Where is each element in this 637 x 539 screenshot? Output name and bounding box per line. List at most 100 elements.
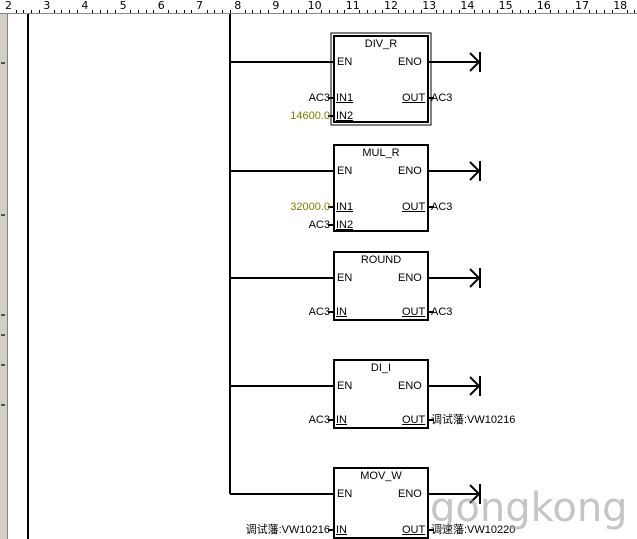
ruler-tick <box>382 10 384 13</box>
ruler-tick <box>481 10 483 13</box>
ruler-tick <box>512 10 514 13</box>
ruler-tick <box>23 10 25 13</box>
ruler-label: 17 <box>575 0 589 12</box>
ruler-tick <box>367 10 369 13</box>
ruler-tick <box>137 10 139 13</box>
en-pin: EN <box>337 272 353 284</box>
ruler-tick <box>550 10 552 13</box>
input-pin: IN <box>336 414 347 426</box>
ruler-label: 13 <box>422 0 437 12</box>
ruler-tick <box>92 10 94 13</box>
ruler-tick <box>176 10 178 13</box>
ruler-tick <box>412 10 414 13</box>
ruler-tick <box>130 10 132 13</box>
ruler-tick <box>558 10 560 13</box>
ruler-tick <box>76 10 78 13</box>
power-rail <box>27 14 29 539</box>
output-operand[interactable]: AC3 <box>431 306 453 318</box>
ruler-label: 2 <box>5 0 12 12</box>
ruler-label: 8 <box>234 0 242 12</box>
input-operand[interactable]: 14600.0 <box>290 110 330 122</box>
input-operand[interactable]: AC3 <box>308 306 330 318</box>
ruler-tick <box>344 10 346 13</box>
ruler-tick <box>527 10 529 13</box>
ruler-tick <box>114 10 116 13</box>
ruler-tick <box>168 10 170 13</box>
ruler-tick <box>153 10 155 13</box>
box-selection <box>330 32 432 126</box>
ruler-tick <box>244 10 246 13</box>
input-pin: IN <box>336 306 347 318</box>
box-di-i[interactable] <box>333 359 429 429</box>
ruler-tick <box>206 10 208 13</box>
eno-pin: ENO <box>398 165 422 177</box>
ruler-tick <box>298 10 300 13</box>
box-title: MUL_R <box>362 147 400 159</box>
ruler-tick <box>405 10 407 13</box>
ruler-label: 6 <box>157 0 165 12</box>
ruler-tick <box>267 10 269 13</box>
output-operand[interactable]: AC3 <box>431 92 453 104</box>
ruler-tick <box>603 10 605 13</box>
ruler-tick <box>15 10 17 13</box>
input-operand[interactable]: 调试藩:VW10216 <box>245 524 330 536</box>
ruler-label: 16 <box>536 0 551 12</box>
ruler-tick <box>107 10 109 13</box>
margin-marker <box>1 214 5 216</box>
ruler-tick <box>336 10 338 13</box>
ruler-tick <box>474 10 476 13</box>
ruler-tick <box>420 10 422 13</box>
eno-pin: ENO <box>398 488 422 500</box>
ruler-tick <box>283 10 285 13</box>
ruler-tick <box>69 10 71 13</box>
output-operand[interactable]: AC3 <box>431 201 453 213</box>
margin-marker <box>1 404 5 406</box>
ruler-label: 3 <box>43 0 51 12</box>
output-operand[interactable]: 调试藩:VW10216 <box>431 414 516 426</box>
box-div-r[interactable] <box>333 35 429 123</box>
margin-marker <box>1 334 5 336</box>
en-pin: EN <box>337 56 353 68</box>
margin-marker <box>1 364 5 366</box>
eno-pin: ENO <box>398 56 422 68</box>
watermark: gongkong <box>430 485 628 531</box>
ruler-tick <box>496 10 498 13</box>
input-operand[interactable]: AC3 <box>308 414 330 426</box>
ruler-tick <box>435 10 437 13</box>
input-pin: IN1 <box>336 201 354 213</box>
output-operand[interactable]: 调速藩:VW10220 <box>431 524 516 536</box>
ruler-tick <box>38 10 40 13</box>
margin-marker <box>1 62 5 64</box>
input-operand[interactable]: AC3 <box>308 92 330 104</box>
ruler-tick <box>30 10 32 13</box>
ruler-tick <box>214 10 216 13</box>
ruler-label: 15 <box>498 0 513 12</box>
ruler-tick <box>260 10 262 13</box>
network-margin[interactable] <box>0 14 8 539</box>
ruler-label: 10 <box>307 0 322 12</box>
ruler-label: 11 <box>345 0 360 12</box>
ruler-tick <box>290 10 292 13</box>
eno-pin: ENO <box>398 380 422 392</box>
ruler-tick <box>61 10 63 13</box>
ruler-tick <box>99 10 101 13</box>
output-pin: OUT <box>402 201 426 213</box>
en-pin: EN <box>337 165 353 177</box>
ruler-label: 14 <box>460 0 475 12</box>
box-round[interactable] <box>333 251 429 321</box>
ruler-tick <box>451 10 453 13</box>
input-pin: IN2 <box>336 110 354 122</box>
ruler-tick <box>443 10 445 13</box>
ruler-tick <box>611 10 613 13</box>
box-title: ROUND <box>360 254 402 266</box>
box-title: DI_I <box>370 362 392 374</box>
ruler-tick <box>53 10 55 13</box>
box-mov-w[interactable] <box>333 467 429 539</box>
ruler-tick <box>374 10 376 13</box>
input-operand[interactable]: AC3 <box>308 219 330 231</box>
box-mul-r[interactable] <box>333 144 429 232</box>
input-operand[interactable]: 32000.0 <box>290 201 330 213</box>
ruler-tick <box>535 10 537 13</box>
output-pin: OUT <box>402 92 426 104</box>
input-pin: IN2 <box>336 219 354 231</box>
